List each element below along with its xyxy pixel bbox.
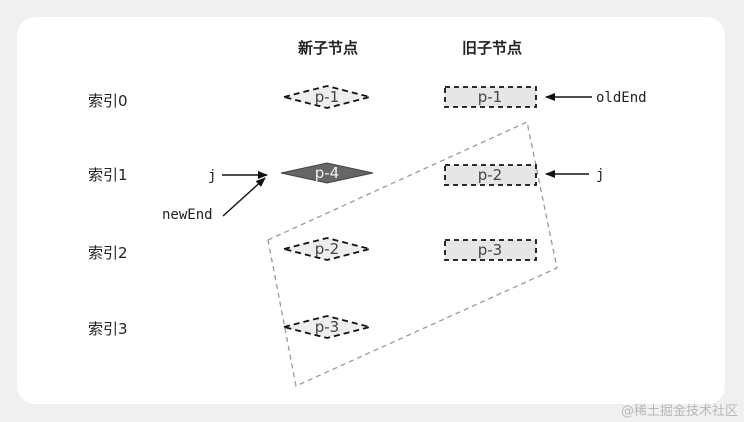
diagram-card bbox=[17, 17, 725, 404]
new-node-2: p-2 bbox=[283, 237, 371, 261]
old-node-0-shape bbox=[444, 86, 537, 108]
new-node-3: p-3 bbox=[283, 315, 371, 339]
old-j-pointer-label: j bbox=[596, 167, 604, 183]
new-node-1-label: p-4 bbox=[315, 164, 339, 182]
old-node-2: p-3 bbox=[444, 239, 537, 261]
watermark: @稀土掘金技术社区 bbox=[620, 404, 738, 419]
new-node-2-label: p-2 bbox=[315, 240, 339, 258]
old-node-0-label: p-1 bbox=[478, 88, 502, 106]
old-node-2-shape bbox=[444, 239, 537, 261]
moved-nodes-region bbox=[267, 121, 558, 387]
new-node-1: p-4 bbox=[280, 162, 374, 184]
old-children-header: 旧子节点 bbox=[462, 39, 522, 57]
new-end-pointer-label: newEnd bbox=[162, 207, 213, 223]
new-node-1-shape bbox=[280, 162, 374, 184]
new-node-3-shape bbox=[283, 315, 371, 339]
row-label-2: 索引2 bbox=[88, 244, 128, 262]
new-node-3-label: p-3 bbox=[315, 318, 339, 336]
old-node-1-shape bbox=[444, 164, 537, 186]
new-node-0-shape bbox=[283, 85, 371, 109]
new-node-2-shape bbox=[283, 237, 371, 261]
old-node-0: p-1 bbox=[444, 86, 537, 108]
new-node-0-label: p-1 bbox=[315, 88, 339, 106]
old-end-pointer-label: oldEnd bbox=[596, 90, 647, 106]
new-node-0: p-1 bbox=[283, 85, 371, 109]
row-label-0: 索引0 bbox=[88, 92, 128, 110]
old-node-2-label: p-3 bbox=[478, 241, 502, 259]
old-node-1-label: p-2 bbox=[478, 166, 502, 184]
old-node-1: p-2 bbox=[444, 164, 537, 186]
new-end-arrow bbox=[222, 177, 266, 217]
new-children-header: 新子节点 bbox=[298, 39, 358, 57]
new-j-pointer-label: j bbox=[208, 168, 216, 184]
row-label-3: 索引3 bbox=[88, 320, 128, 338]
row-label-1: 索引1 bbox=[88, 166, 128, 184]
